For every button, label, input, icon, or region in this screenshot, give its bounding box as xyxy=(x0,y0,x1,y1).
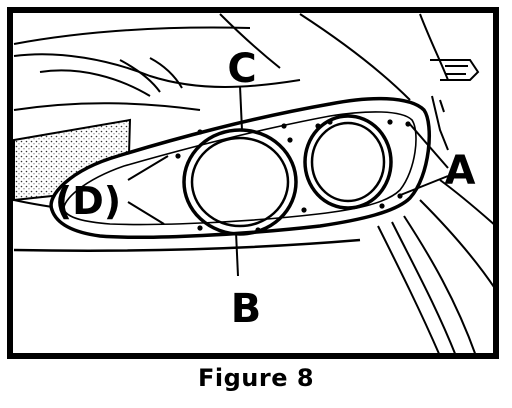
speaker-mounting-panel xyxy=(49,96,431,240)
panel-inner-edge xyxy=(63,111,417,226)
speaker-b xyxy=(182,128,298,236)
figure-caption: Figure 8 xyxy=(197,364,315,392)
callout-d: (D) xyxy=(55,179,121,223)
speaker-secondary xyxy=(303,114,393,210)
callout-a: A xyxy=(445,148,476,194)
callout-c: C xyxy=(227,46,256,92)
vehicle-body-lines xyxy=(13,13,480,151)
callout-b: B xyxy=(231,286,262,332)
door-lower-lines xyxy=(377,179,496,356)
leader-lines xyxy=(127,85,449,277)
